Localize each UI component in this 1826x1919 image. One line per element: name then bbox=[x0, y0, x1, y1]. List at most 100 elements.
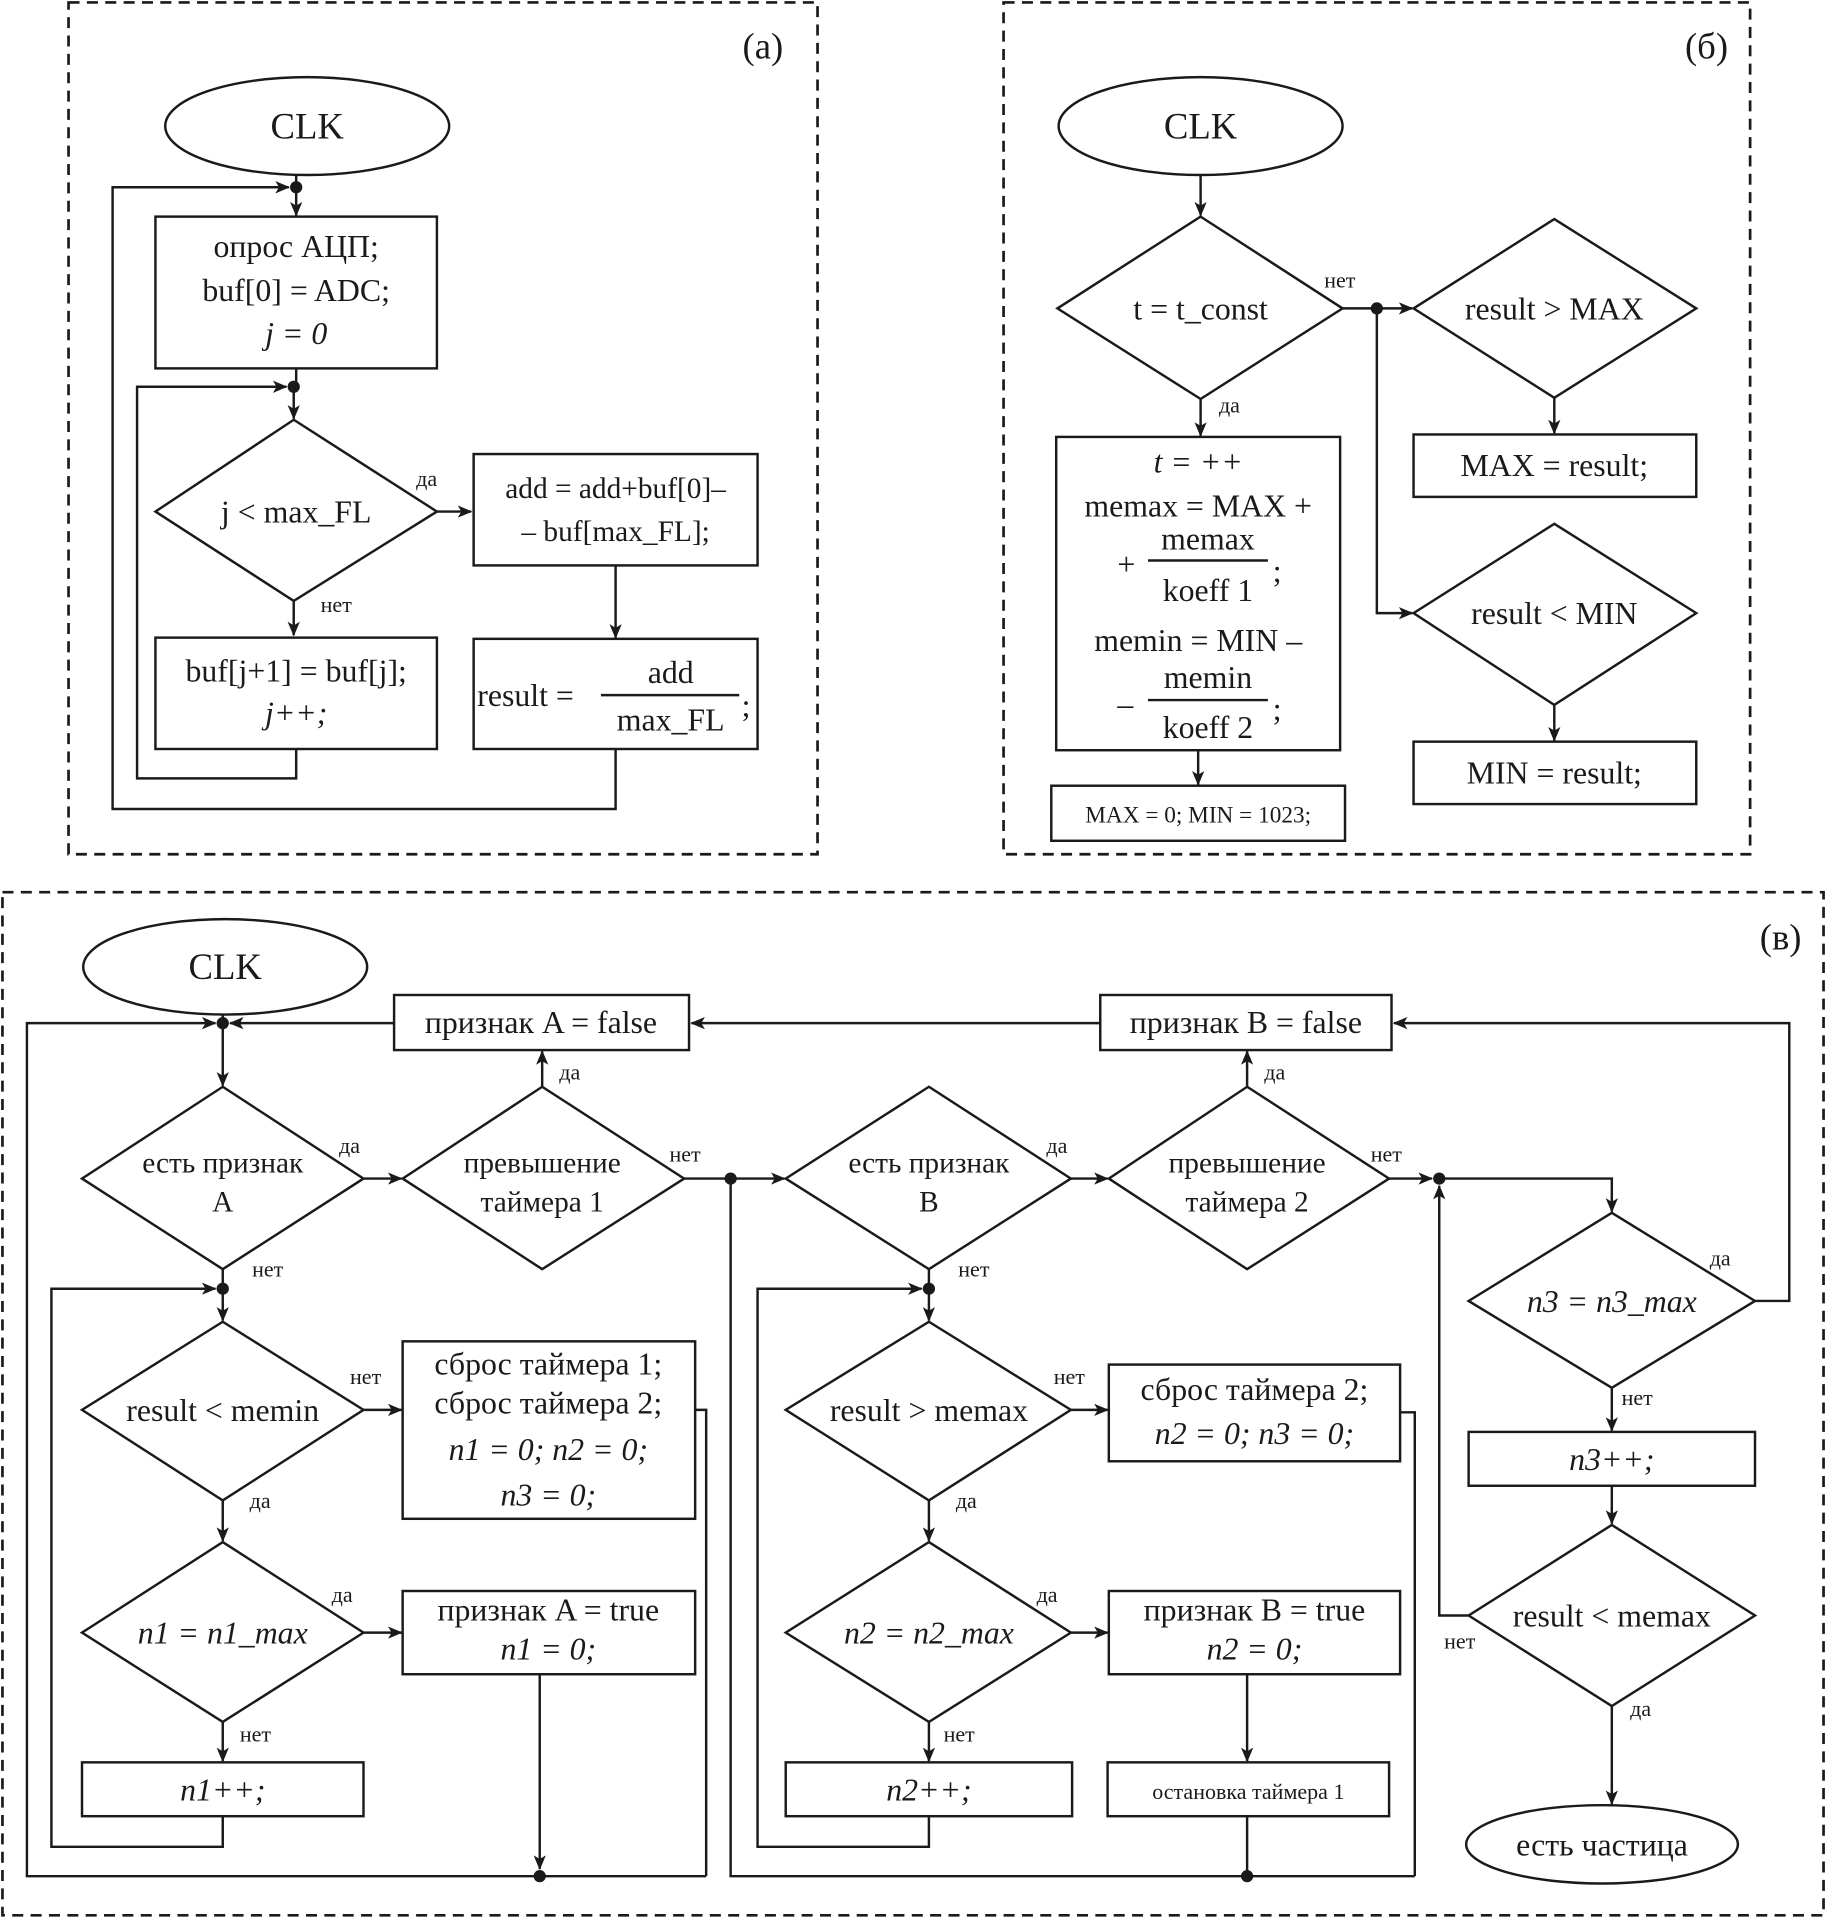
c-box-n2-inc bbox=[784, 1761, 1074, 1818]
c-n2-yes: да bbox=[1037, 1582, 1058, 1607]
c-box-flagB-true-line1: признак B = true bbox=[1144, 1592, 1366, 1627]
a-yes-label: да bbox=[416, 466, 437, 491]
b-update-frac1-den: koeff 1 bbox=[1163, 573, 1253, 608]
panel-b-label: (б) bbox=[1685, 26, 1728, 67]
a-box-shift-line2: j++; bbox=[261, 695, 327, 730]
c-end-particle bbox=[1464, 1803, 1740, 1885]
a-box-result-den: max_FL bbox=[617, 703, 725, 738]
c-flagB-yes: да bbox=[1046, 1133, 1067, 1158]
panel-a: (а) CLK опрос АЦП; buf[0] = ADC; j = 0 j… bbox=[67, 1, 819, 856]
b-update-frac1-prefix: + bbox=[1117, 547, 1135, 582]
c-memax-lt-yes: да bbox=[1630, 1696, 1651, 1721]
c-flagA-no: нет bbox=[252, 1256, 284, 1281]
c-end-particle-text: есть частица bbox=[1516, 1827, 1688, 1862]
c-memin-no: нет bbox=[350, 1364, 382, 1389]
a-box-add bbox=[472, 452, 759, 567]
b-update-frac2-prefix: – bbox=[1116, 687, 1134, 722]
c-box-reset-timer2-line2: n2 = 0; n3 = 0; bbox=[1155, 1416, 1354, 1451]
c-box-reset-timers-line4: n3 = 0; bbox=[500, 1477, 596, 1512]
b-no-label: нет bbox=[1324, 268, 1356, 293]
c-decision-flagB-line1: есть признак bbox=[848, 1147, 1010, 1179]
c-box-flagA-true-line2: n1 = 0; bbox=[500, 1632, 596, 1667]
b-box-min-text: MIN = result; bbox=[1467, 755, 1642, 790]
c-box-reset-timer2-line1: сброс таймера 2; bbox=[1141, 1372, 1369, 1407]
b-update-frac2-num: memin bbox=[1164, 660, 1252, 695]
c-decision-timer2-line2: таймера 2 bbox=[1185, 1187, 1308, 1219]
c-box-reset-timers-line2: сброс таймера 2; bbox=[434, 1386, 662, 1421]
b-update-frac2-den: koeff 2 bbox=[1163, 710, 1253, 745]
c-decision-n2-text: n2 = n2_max bbox=[844, 1616, 1014, 1651]
c-box-reset-timers-line1: сброс таймера 1; bbox=[434, 1346, 662, 1381]
panel-c-label: (в) bbox=[1760, 917, 1802, 958]
c-box-n1-inc-text: n1++; bbox=[180, 1772, 265, 1807]
c-line-reset-timer2-out bbox=[1400, 1411, 1417, 1877]
a-start-clk-text: CLK bbox=[270, 105, 344, 146]
a-box-add-line2: – buf[max_FL]; bbox=[520, 516, 709, 548]
panel-b-frame bbox=[1002, 1, 1752, 856]
panel-c-frame bbox=[1, 890, 1825, 1917]
c-decision-n3-text: n3 = n3_max bbox=[1527, 1284, 1697, 1319]
b-box-reset bbox=[1050, 784, 1347, 843]
panel-a-frame bbox=[67, 1, 819, 856]
c-n3-yes: да bbox=[1710, 1245, 1731, 1270]
c-memax-yes: да bbox=[956, 1488, 977, 1513]
c-decision-timer1 bbox=[400, 1085, 687, 1271]
c-box-flagB-true bbox=[1107, 1589, 1402, 1676]
c-loop-outer-B bbox=[729, 1178, 1415, 1878]
a-box-result-lhs: result = bbox=[477, 678, 574, 713]
c-box-n3-inc bbox=[1467, 1430, 1757, 1487]
c-box-n1-inc bbox=[80, 1761, 365, 1818]
b-update-line4: memin = MIN – bbox=[1094, 623, 1303, 658]
b-decision-t-text: t = t_const bbox=[1133, 291, 1268, 326]
c-timer1-yes: да bbox=[559, 1059, 580, 1084]
c-decision-timer2-line1: превышение bbox=[1169, 1147, 1326, 1179]
c-timer1-no: нет bbox=[669, 1141, 701, 1166]
a-box-init bbox=[154, 215, 439, 370]
c-n1-yes: да bbox=[332, 1582, 353, 1607]
c-decision-memin-text: result < memin bbox=[126, 1393, 319, 1428]
b-box-reset-text: MAX = 0; MIN = 1023; bbox=[1085, 802, 1311, 828]
c-box-flagB-true-line2: n2 = 0; bbox=[1207, 1632, 1303, 1667]
c-junction-top bbox=[216, 1017, 229, 1030]
c-loop-n2 bbox=[756, 1282, 931, 1849]
c-decision-flagA-line1: есть признак bbox=[142, 1147, 304, 1179]
b-decision-min-text: result < MIN bbox=[1471, 596, 1637, 631]
b-update-line1: t = ++ bbox=[1154, 444, 1243, 479]
a-box-shift-line1: buf[j+1] = buf[j]; bbox=[185, 654, 406, 689]
b-box-min bbox=[1412, 740, 1698, 806]
a-no-label: нет bbox=[321, 592, 353, 617]
c-n3-no: нет bbox=[1622, 1385, 1654, 1410]
c-memax-no: нет bbox=[1054, 1364, 1086, 1389]
b-box-max bbox=[1412, 433, 1698, 499]
a-box-result-num: add bbox=[648, 655, 694, 690]
c-decision-timer1-line2: таймера 1 bbox=[481, 1187, 604, 1219]
b-yes-label: да bbox=[1219, 392, 1240, 417]
c-flagB-no: нет bbox=[958, 1256, 990, 1281]
c-line-reset-timers-out bbox=[695, 1408, 708, 1877]
c-loop-outer-A bbox=[25, 1017, 707, 1878]
c-flagA-yes: да bbox=[339, 1133, 360, 1158]
c-memin-yes: да bbox=[250, 1488, 271, 1513]
c-decision-flagB-line2: B bbox=[919, 1187, 939, 1219]
c-memax-lt-no: нет bbox=[1444, 1629, 1476, 1654]
c-box-reset-timer2 bbox=[1107, 1363, 1402, 1463]
a-start-clk bbox=[164, 75, 451, 177]
c-decision-memax-lt-text: result < memax bbox=[1513, 1598, 1711, 1633]
b-arrow-to-min bbox=[1375, 308, 1414, 620]
c-box-flagB-false bbox=[1099, 993, 1393, 1052]
c-timer2-no: нет bbox=[1371, 1141, 1403, 1166]
b-update-frac2-semicolon: ; bbox=[1273, 692, 1282, 727]
b-update-line2: memax = MAX + bbox=[1084, 488, 1312, 523]
b-update-frac1-num: memax bbox=[1161, 522, 1255, 557]
c-box-flagA-true-line1: признак A = true bbox=[437, 1592, 659, 1627]
a-box-result-tail: ; bbox=[742, 688, 751, 723]
a-box-init-line1: опрос АЦП; bbox=[213, 229, 378, 264]
c-n2-no: нет bbox=[944, 1722, 976, 1747]
panel-a-label: (а) bbox=[743, 26, 784, 67]
c-arrow-to-n3 bbox=[1439, 1177, 1618, 1213]
a-loop-outer bbox=[111, 181, 617, 811]
c-timer2-yes: да bbox=[1264, 1059, 1285, 1084]
c-decision-flagA-line2: A bbox=[212, 1187, 233, 1219]
c-decision-memax-text: result > memax bbox=[830, 1393, 1028, 1428]
a-decision-text: j < max_FL bbox=[220, 495, 372, 530]
